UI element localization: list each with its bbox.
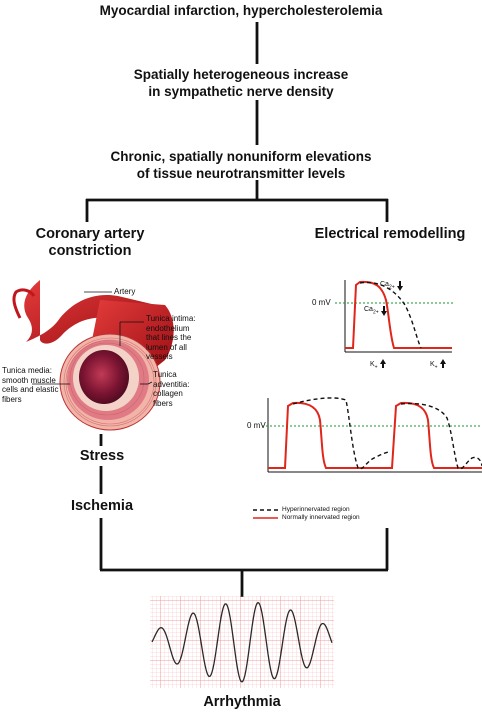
legend-normal: Normally innervated region [282,514,360,521]
step3-line2: of tissue neurotransmitter levels [136,166,346,181]
arrhythmia-label: Arrhythmia [203,694,281,710]
ecg-trace [151,601,333,683]
step2-line1: Spatially heterogeneous increase [133,67,349,82]
calcium-lower-label: Ca2+ [364,306,379,316]
left-branch-line1: Coronary artery [35,226,145,242]
stress-label: Stress [79,448,125,464]
artery-label: Artery [114,287,136,296]
left-branch-line2: constriction [48,243,132,259]
legend-hyperinnervated: Hyperinnervated region [282,506,350,513]
calcium-upper-label: Ca2+ [380,281,395,291]
potassium-right-label: K+ [430,361,438,371]
ischemia-label: Ischemia [70,498,134,514]
potassium-left-label: K+ [370,361,378,371]
step2-line2: in sympathetic nerve density [148,84,334,99]
zero-mv-label-bottom: 0 mV [247,421,266,430]
step3-line1: Chronic, spatially nonuniform elevations [110,149,372,164]
zero-mv-label-top: 0 mV [312,298,331,307]
title-top: Myocardial infarction, hypercholesterole… [99,3,383,18]
right-branch: Electrical remodelling [314,226,466,242]
